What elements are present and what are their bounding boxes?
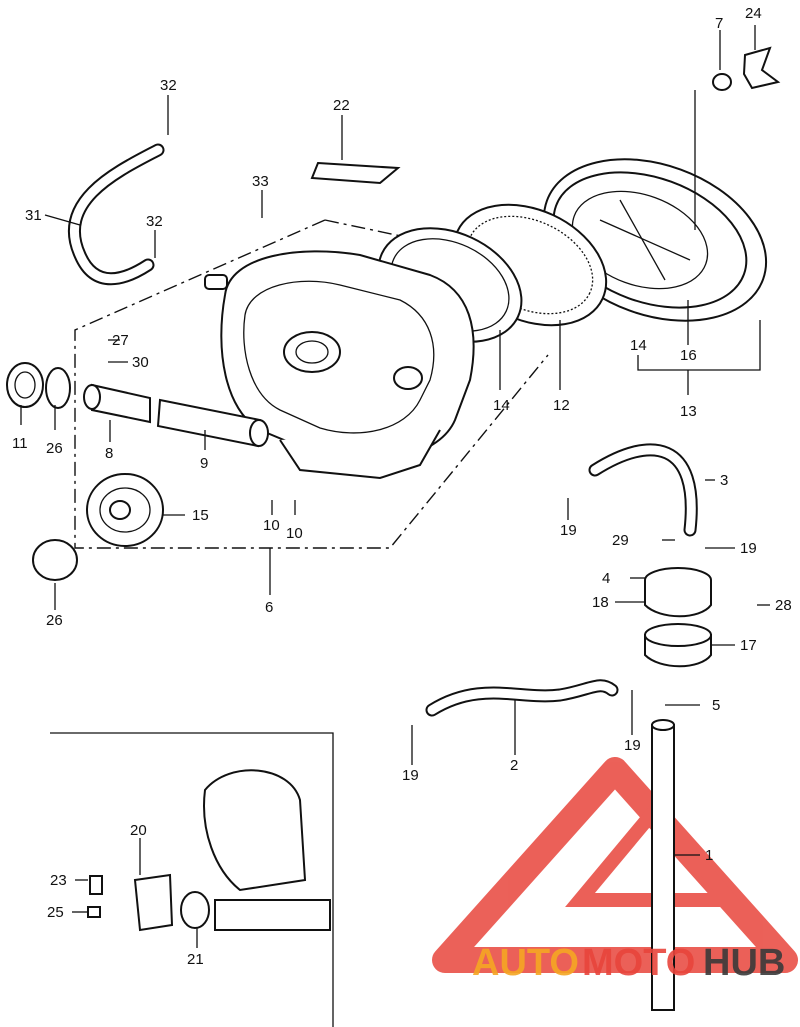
callout-19-b: 19 <box>740 540 757 557</box>
callout-28: 28 <box>775 597 792 614</box>
callout-27: 27 <box>112 332 129 349</box>
inlet-tube <box>83 383 269 448</box>
inset-detail <box>50 732 334 1027</box>
callout-16: 16 <box>680 347 697 364</box>
callout-24: 24 <box>745 5 762 22</box>
callout-14-left: 14 <box>493 397 510 414</box>
callout-30: 30 <box>132 354 149 371</box>
disc-15 <box>86 473 164 547</box>
callout-10-left: 10 <box>263 517 280 534</box>
callout-23: 23 <box>50 872 67 889</box>
hose-31 <box>67 143 165 286</box>
callout-31: 31 <box>25 207 42 224</box>
watermark-moto: MOTO <box>582 942 695 984</box>
callout-26-top: 26 <box>46 440 63 457</box>
callout-9: 9 <box>200 455 208 472</box>
callout-19-c: 19 <box>624 737 641 754</box>
callout-25: 25 <box>47 904 64 921</box>
callout-18: 18 <box>592 594 609 611</box>
leader-lines <box>20 25 770 948</box>
callout-labels: 32 31 32 33 22 7 24 27 30 11 26 8 9 15 1… <box>12 5 792 968</box>
callout-11: 11 <box>12 435 28 452</box>
watermark-hub: HUB <box>703 942 785 984</box>
drain-tube-1 <box>651 719 675 1011</box>
assembly-outline <box>74 219 549 549</box>
watermark-auto: AUTO <box>472 942 579 984</box>
callout-19-d: 19 <box>402 767 419 784</box>
callout-32-mid: 32 <box>146 213 163 230</box>
air-cleaner-housing <box>204 250 475 480</box>
watermark-logo <box>432 757 798 973</box>
callout-6: 6 <box>265 599 273 616</box>
hose-2 <box>425 679 619 717</box>
callout-12: 12 <box>553 397 570 414</box>
callout-26-bottom: 26 <box>46 612 63 629</box>
callout-32-top: 32 <box>160 77 177 94</box>
callout-29: 29 <box>612 532 629 549</box>
callout-8: 8 <box>105 445 113 462</box>
clamp-ring-26 <box>32 539 78 581</box>
callout-5: 5 <box>712 697 720 714</box>
callout-15: 15 <box>192 507 209 524</box>
callout-13: 13 <box>680 403 697 420</box>
callout-4: 4 <box>602 570 610 587</box>
callout-20: 20 <box>130 822 147 839</box>
callout-22: 22 <box>333 97 350 114</box>
drain-chamber <box>644 567 712 668</box>
cap-11 <box>6 362 71 409</box>
callout-17: 17 <box>740 637 757 654</box>
callout-3: 3 <box>720 472 728 489</box>
cover-plate-22 <box>310 161 401 185</box>
wing-nut-24 <box>712 46 781 91</box>
callout-2: 2 <box>510 757 518 774</box>
callout-33: 33 <box>252 173 269 190</box>
callout-21: 21 <box>187 951 204 968</box>
callout-1: 1 <box>705 847 713 864</box>
callout-7: 7 <box>715 15 723 32</box>
hose-3 <box>588 443 698 537</box>
watermark-text: AUTO MOTO HUB <box>472 942 785 984</box>
callout-19-a: 19 <box>560 522 577 539</box>
callout-14-right: 14 <box>630 337 647 354</box>
callout-10-right: 10 <box>286 525 303 542</box>
